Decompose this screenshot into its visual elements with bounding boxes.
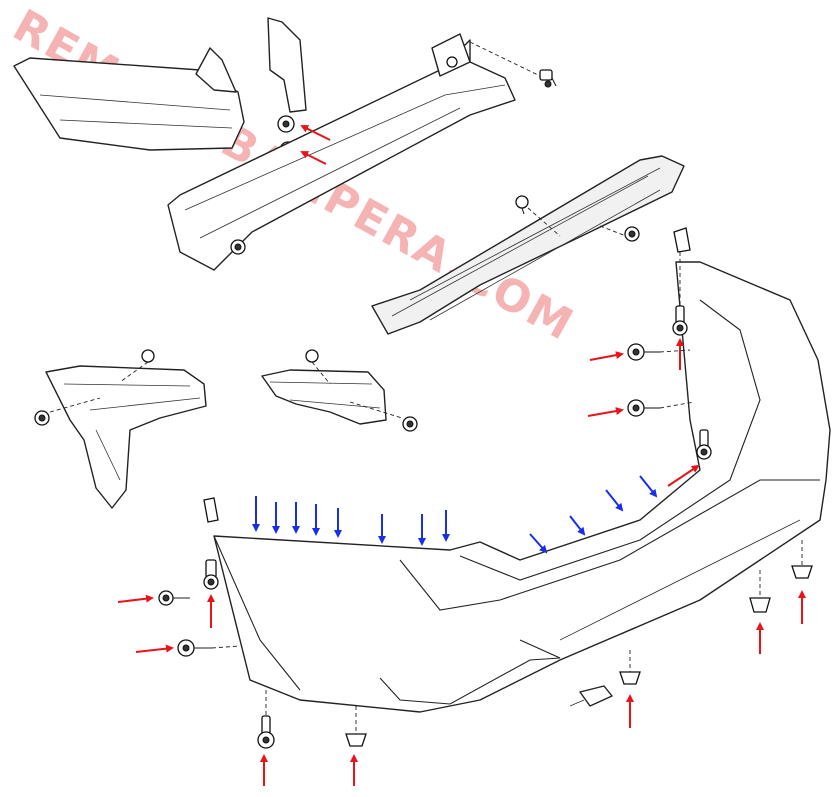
guide-line-bar-screw	[469, 41, 541, 77]
guide-line-absorber-right	[599, 225, 627, 237]
cover-screw-bottom-left	[257, 715, 275, 749]
center-bracket-clip	[305, 349, 319, 363]
absorber-screw-left	[515, 195, 529, 215]
cover-clip-top-left	[203, 497, 219, 523]
center-bracket-screw	[402, 416, 418, 432]
blue-arrow-10	[569, 515, 586, 536]
absorber-screw-right	[624, 226, 640, 242]
cover-clip-bottom-right-1	[619, 671, 641, 685]
guide-line-left-bracket-side	[49, 397, 101, 413]
blue-arrow-11	[605, 489, 624, 512]
red-arrow-left-side-2	[135, 644, 174, 653]
bumper-cover	[213, 261, 831, 713]
guide-line-center-bracket-top	[311, 361, 331, 385]
cover-clip-bottom-center	[345, 733, 367, 747]
left-bracket-clip	[141, 349, 155, 363]
guide-line-absorber-left	[527, 207, 561, 237]
red-arrow-left-side-1	[117, 594, 154, 603]
red-arrows	[117, 125, 806, 786]
bar-mount-screw	[539, 69, 557, 88]
cover-screw-right-side-1	[627, 343, 660, 361]
blue-arrows	[252, 475, 658, 554]
cover-screw-left-side-2	[177, 639, 212, 657]
guide-line-left-side-2	[211, 645, 241, 649]
tail-light-screw-upper	[277, 115, 295, 133]
left-bracket-screw	[34, 410, 50, 426]
red-arrow-tail-light-lower	[300, 151, 327, 165]
guide-line-right-side-1	[659, 349, 691, 353]
red-arrow-right-side-1	[589, 351, 624, 361]
guide-line-center-bracket-side	[349, 401, 403, 419]
guide-line-left-bracket-top	[119, 361, 149, 383]
cover-clip-bottom-right-2	[749, 597, 771, 613]
tail-light	[13, 17, 307, 151]
cover-screw-right-side-2	[627, 399, 660, 417]
cover-screw-left-side-1	[158, 590, 190, 606]
energy-absorber	[371, 155, 685, 335]
bumper-reinforcement-bar	[167, 33, 516, 271]
blue-arrow-9	[529, 533, 548, 554]
red-arrow-right-side-2	[587, 407, 624, 417]
cover-screw-right-top	[672, 305, 688, 336]
bumper-bracket-center	[261, 369, 387, 425]
red-arrow-tail-light-upper	[300, 125, 331, 141]
cover-clip-top-right	[673, 227, 691, 253]
guide-line-right-side-2	[659, 401, 695, 409]
bumper-bracket-left	[45, 365, 207, 509]
cover-clip-bottom-right-3	[791, 565, 813, 579]
cover-screw-left-upper	[203, 559, 219, 590]
blue-arrow-12	[639, 475, 658, 498]
red-arrow-right-lower	[667, 464, 700, 487]
cover-screw-right-lower	[696, 429, 712, 460]
